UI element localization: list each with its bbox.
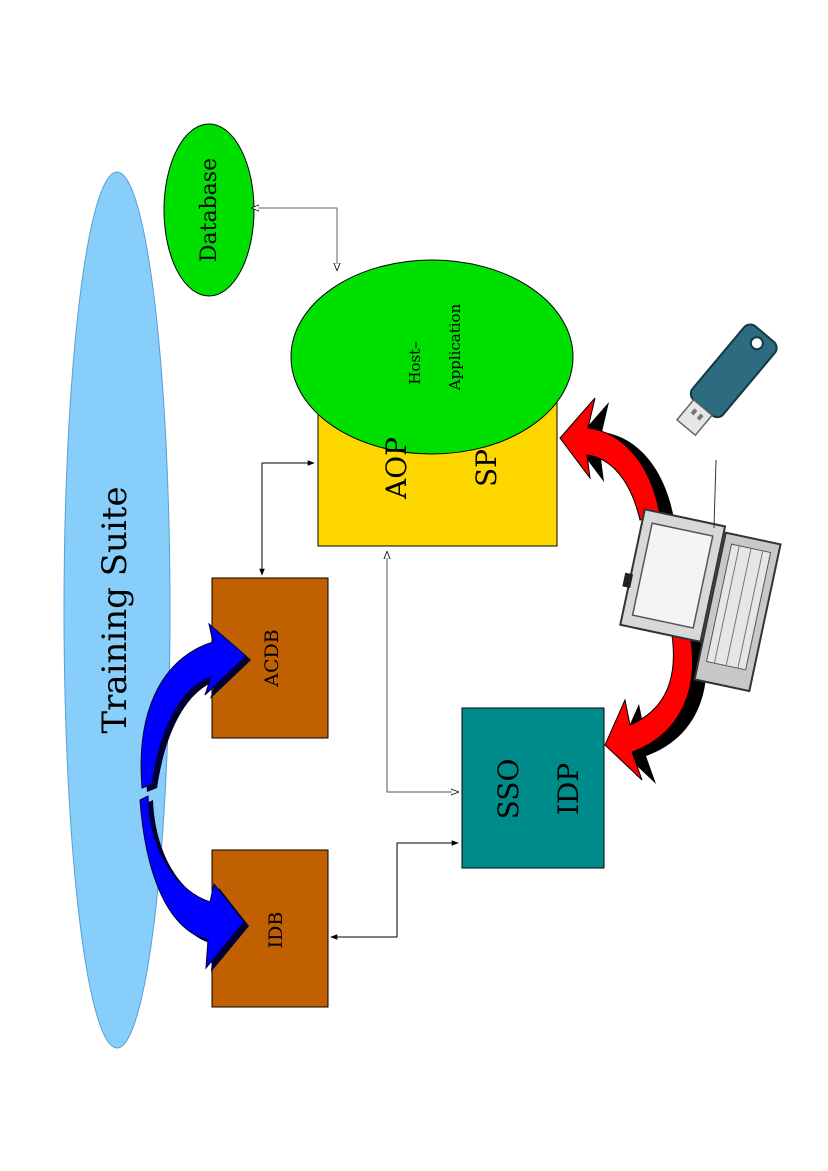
token-connector-line — [713, 459, 717, 529]
training-suite-label: Training Suite — [95, 486, 135, 733]
aop-label: AOP — [380, 437, 413, 500]
connector-database-host — [252, 208, 337, 270]
database-label: Database — [197, 158, 222, 262]
connector-idb-sso — [330, 840, 459, 940]
flow-arrow-training-to-idb — [139, 795, 249, 972]
connector-acdb-aop — [259, 460, 315, 576]
host-application-label-line2: Application — [446, 303, 464, 391]
sso-idp-box — [461, 707, 605, 869]
sso-label: SSO — [492, 759, 525, 820]
usb-token-icon — [675, 323, 778, 437]
connector-aop-sso — [387, 552, 458, 792]
acdb-label: ACDB — [261, 629, 283, 687]
sp-label: SP — [470, 449, 503, 487]
flow-arrow-training-to-acdb — [140, 622, 251, 792]
idb-label: IDB — [265, 912, 287, 949]
host-application-ellipse — [290, 259, 574, 455]
idp-label: IDP — [552, 763, 585, 815]
flow-arrow-laptop-to-sp — [559, 397, 674, 524]
flow-arrow-laptop-to-idp — [604, 634, 707, 784]
laptop-icon — [619, 508, 782, 693]
host-application-label-line1: Host– — [406, 341, 424, 384]
